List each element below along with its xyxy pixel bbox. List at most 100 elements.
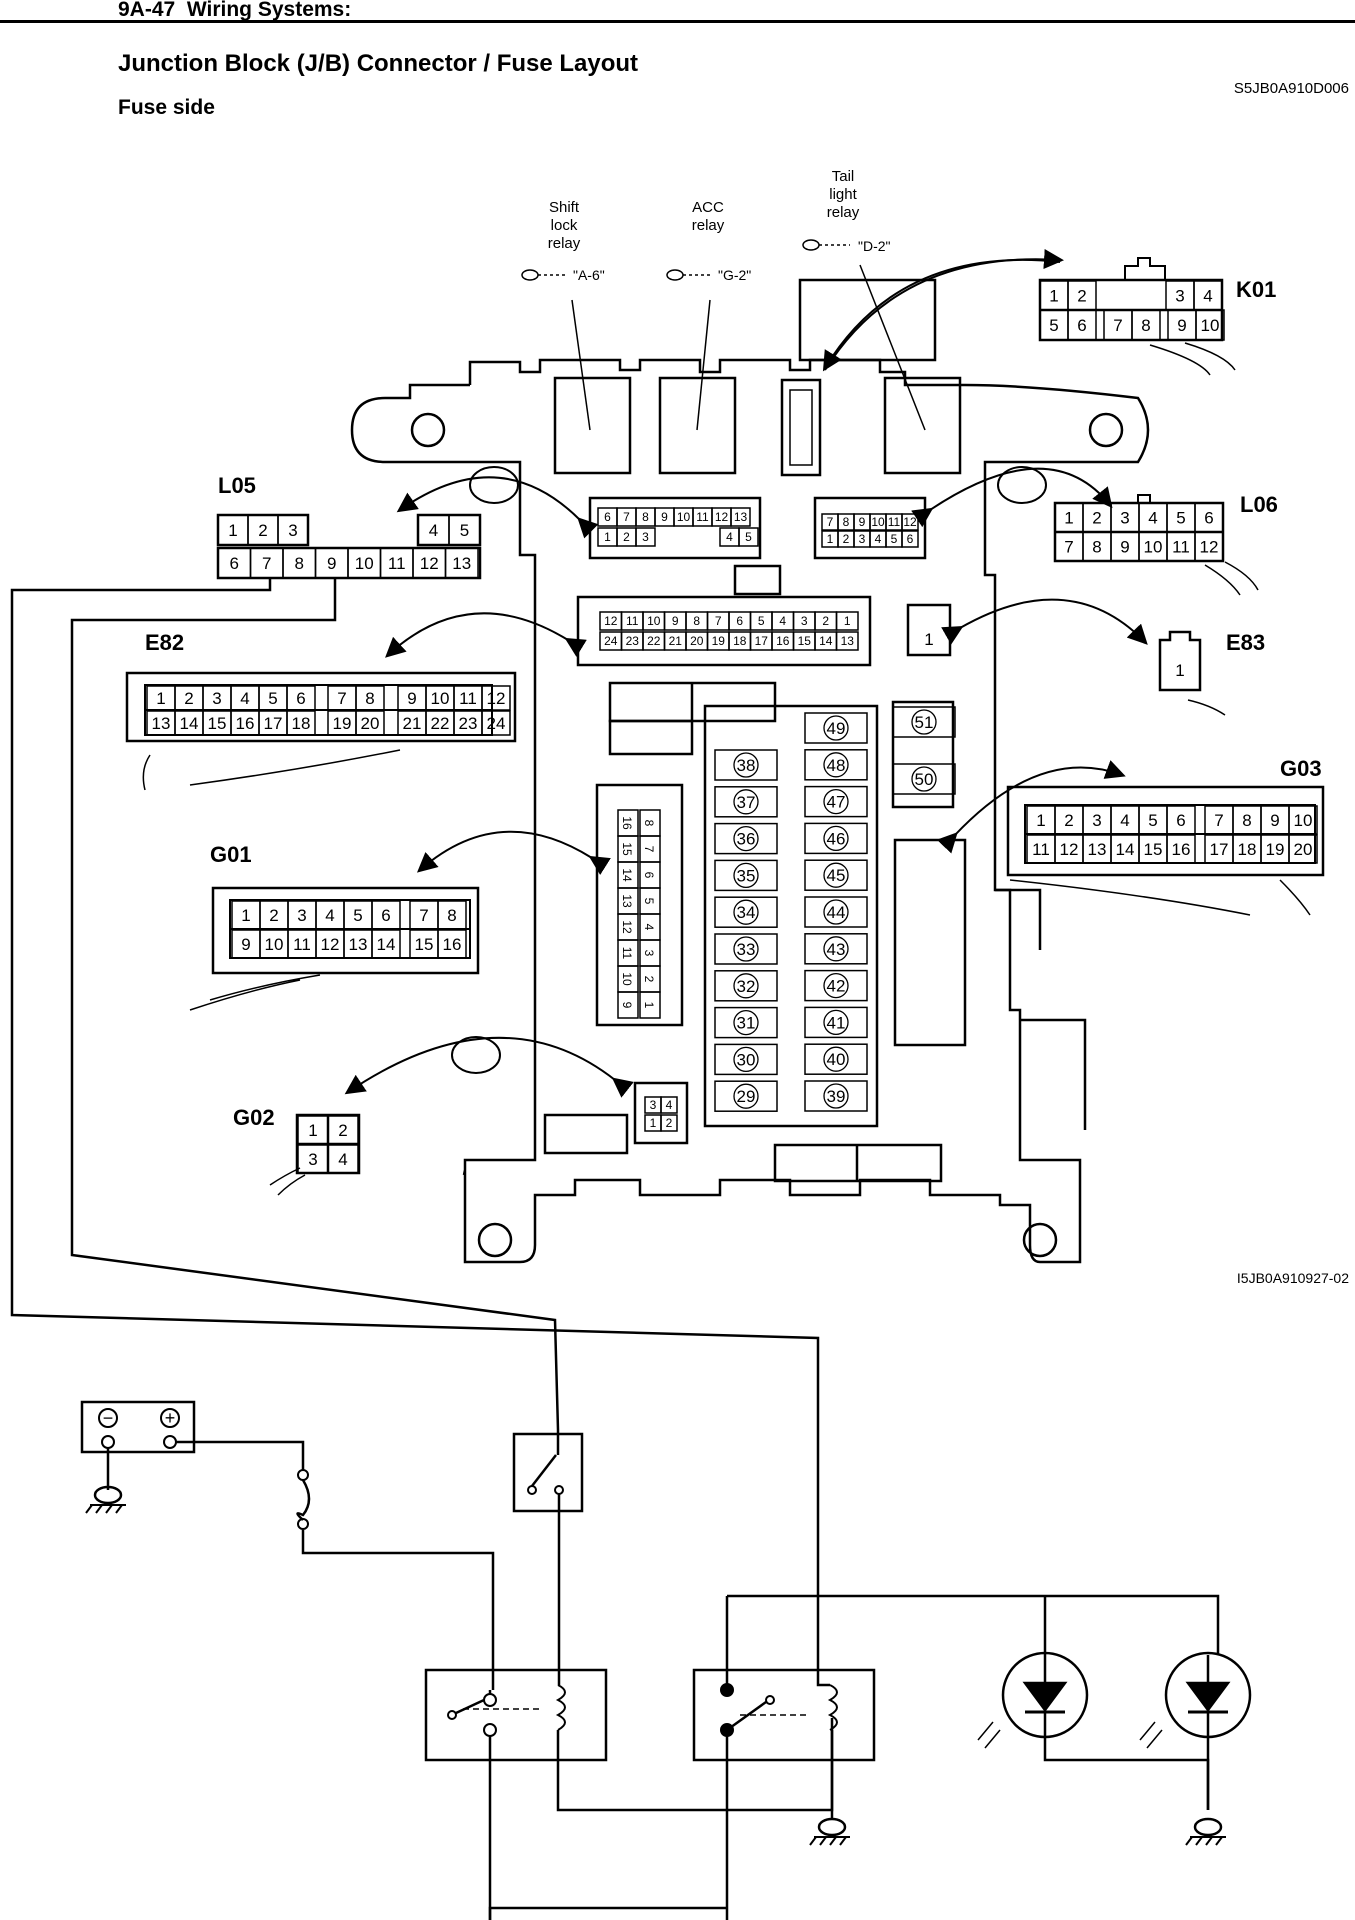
g01-side-pin: 14	[620, 868, 634, 882]
g01-side-pin: 13	[620, 894, 634, 908]
tail-light-relay-socket	[883, 376, 962, 475]
fuse-29	[714, 1080, 778, 1112]
e82-side-pin: 16	[776, 634, 790, 648]
g01-pin: 3	[297, 906, 306, 925]
e82-pin: 13	[152, 714, 171, 733]
l06-pin: 3	[1120, 509, 1129, 528]
g02-side-cell	[660, 1114, 678, 1132]
wire-l05-pin7	[10, 578, 820, 1595]
g01-pin: 4	[325, 906, 334, 925]
l06-cell	[1194, 531, 1224, 562]
e83-side-pin: 1	[924, 630, 933, 649]
g02-pin: 4	[338, 1150, 347, 1169]
e82-pin: 23	[459, 714, 478, 733]
g01-side-pin: 15	[620, 842, 634, 856]
g01-cell	[371, 900, 401, 930]
fuse-30-label: 30	[737, 1050, 756, 1069]
l05-pin: 9	[327, 554, 336, 573]
l05-pin: 2	[258, 521, 267, 540]
fuse-38	[714, 749, 778, 781]
l06-side-cell	[901, 513, 919, 531]
k01-pin: 6	[1077, 316, 1086, 335]
g01-side-socket	[595, 783, 684, 1027]
g01-cell	[437, 900, 467, 930]
fuse-50	[892, 763, 956, 795]
fuse-45-label: 45	[827, 866, 846, 885]
wire-l05-pin9	[70, 578, 560, 1431]
l05-pin: 7	[262, 554, 271, 573]
e82-side-pin: 17	[755, 634, 769, 648]
e82-pin: 18	[292, 714, 311, 733]
l05-side-pin: 8	[642, 510, 649, 524]
e82-side-pin: 7	[715, 614, 722, 628]
g02-label: G02	[233, 1105, 275, 1130]
l06-side-pin: 7	[827, 515, 834, 529]
l05-side-cell	[738, 527, 759, 547]
k01-pin: 2	[1077, 287, 1086, 306]
g03-pin: 12	[1060, 840, 1079, 859]
fuse-35	[714, 859, 778, 892]
g03-pin: 6	[1176, 811, 1185, 830]
relay-1	[424, 1668, 608, 1762]
k01-pin: 8	[1141, 316, 1150, 335]
g03-pin: 5	[1148, 811, 1157, 830]
fuse-40-label: 40	[827, 1050, 846, 1069]
fuse-panel	[703, 704, 879, 1128]
e82-side-pin: 22	[647, 634, 661, 648]
g03-pin: 9	[1270, 811, 1279, 830]
g03-pin: 2	[1064, 811, 1073, 830]
e82-pin: 6	[296, 689, 305, 708]
fuse-46-circle	[823, 825, 849, 852]
e82-pin: 20	[361, 714, 380, 733]
e82-cell	[355, 710, 385, 736]
e82-side-pin: 24	[604, 634, 618, 648]
l06-pin: 12	[1200, 538, 1219, 557]
g03-label: G03	[1280, 756, 1322, 781]
fuse-32-circle	[733, 973, 759, 999]
g01-pin: 15	[415, 935, 434, 954]
g01-side-pin: 4	[642, 924, 656, 931]
e82-cell	[286, 710, 316, 736]
fuse-43-circle	[823, 936, 849, 962]
e82-pin: 11	[459, 689, 477, 708]
header-rule	[0, 20, 1355, 23]
g01-pin: 6	[381, 906, 390, 925]
mount-hole-bottom-left	[477, 1222, 513, 1258]
svg-text:relay: relay	[827, 204, 860, 221]
fuse-29-circle	[733, 1083, 759, 1109]
g03-connector	[1006, 785, 1325, 877]
fuse-30-circle	[733, 1046, 759, 1073]
g03-cell	[1288, 834, 1318, 864]
fuse-39-label: 39	[827, 1087, 846, 1106]
fuse-46-label: 46	[827, 829, 846, 848]
e82-pin: 3	[212, 689, 221, 708]
e82-pin: 14	[180, 714, 199, 733]
e82-pin: 9	[407, 689, 416, 708]
l05-side-pin: 2	[623, 530, 630, 544]
fuse-51-label: 51	[915, 713, 934, 732]
fuse-40-circle	[823, 1046, 849, 1072]
fuse-48	[804, 749, 868, 781]
l06-side-pin: 12	[903, 515, 917, 529]
fuse-36-circle	[733, 825, 759, 852]
e82-pin: 1	[156, 689, 165, 708]
shift-lock-relay-ref: "A-6"	[573, 267, 605, 283]
l05-side-pin: 12	[715, 510, 729, 524]
k01-cell	[1067, 309, 1097, 341]
e82-side-pin: 20	[690, 634, 704, 648]
g03-pin: 3	[1092, 811, 1101, 830]
g02-pin: 3	[308, 1150, 317, 1169]
fuse-39	[804, 1080, 868, 1112]
g03-pin: 16	[1172, 840, 1191, 859]
g03-pin: 14	[1116, 840, 1135, 859]
g01-pin: 11	[293, 935, 311, 954]
svg-text:light: light	[829, 186, 857, 203]
fuse-49-label: 49	[827, 719, 846, 738]
g03-pin: 13	[1088, 840, 1107, 859]
e83-connector	[1158, 630, 1202, 692]
g02-pin: 1	[308, 1121, 317, 1140]
l05-cell	[448, 514, 481, 546]
g02-cell	[327, 1144, 359, 1174]
e83-pin: 1	[1175, 661, 1184, 680]
g01-side-pin: 3	[642, 950, 656, 957]
